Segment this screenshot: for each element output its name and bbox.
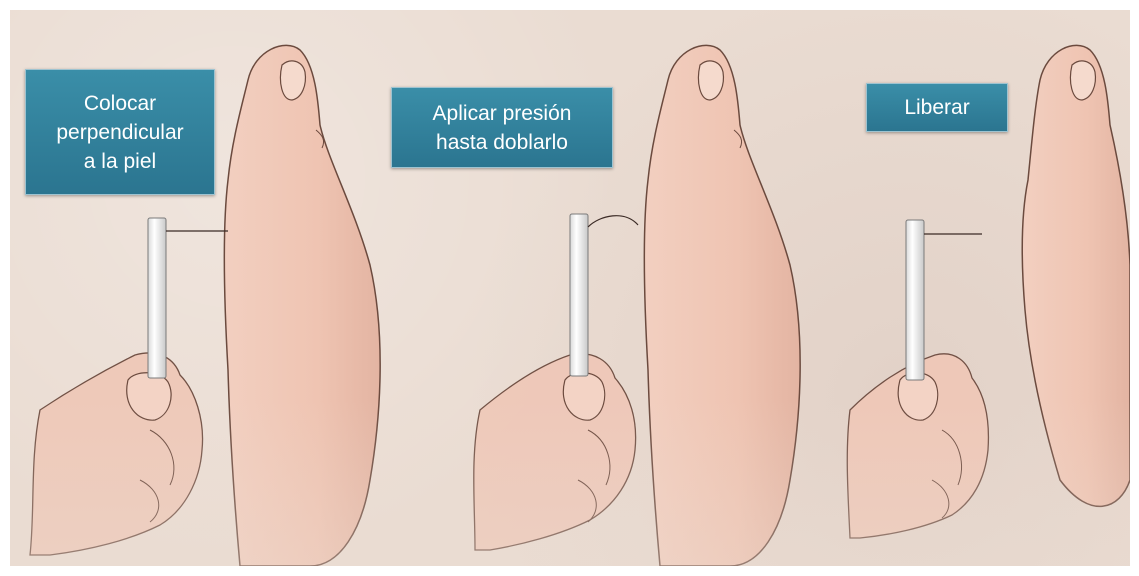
step-2-label: Aplicar presión hasta doblarlo — [391, 87, 613, 168]
step-2-line-1: Aplicar presión — [433, 99, 572, 128]
step-1-line-1: Colocar — [84, 89, 156, 118]
step-3-label: Liberar — [866, 83, 1008, 132]
illustration-canvas: Colocar perpendicular a la piel Aplicar … — [10, 10, 1130, 566]
step-1-line-2: perpendicular — [56, 118, 183, 147]
step-2-line-2: hasta doblarlo — [436, 128, 568, 157]
step-1-label: Colocar perpendicular a la piel — [25, 69, 215, 195]
step-1-line-3: a la piel — [84, 147, 156, 176]
step-3-line-1: Liberar — [904, 93, 969, 122]
